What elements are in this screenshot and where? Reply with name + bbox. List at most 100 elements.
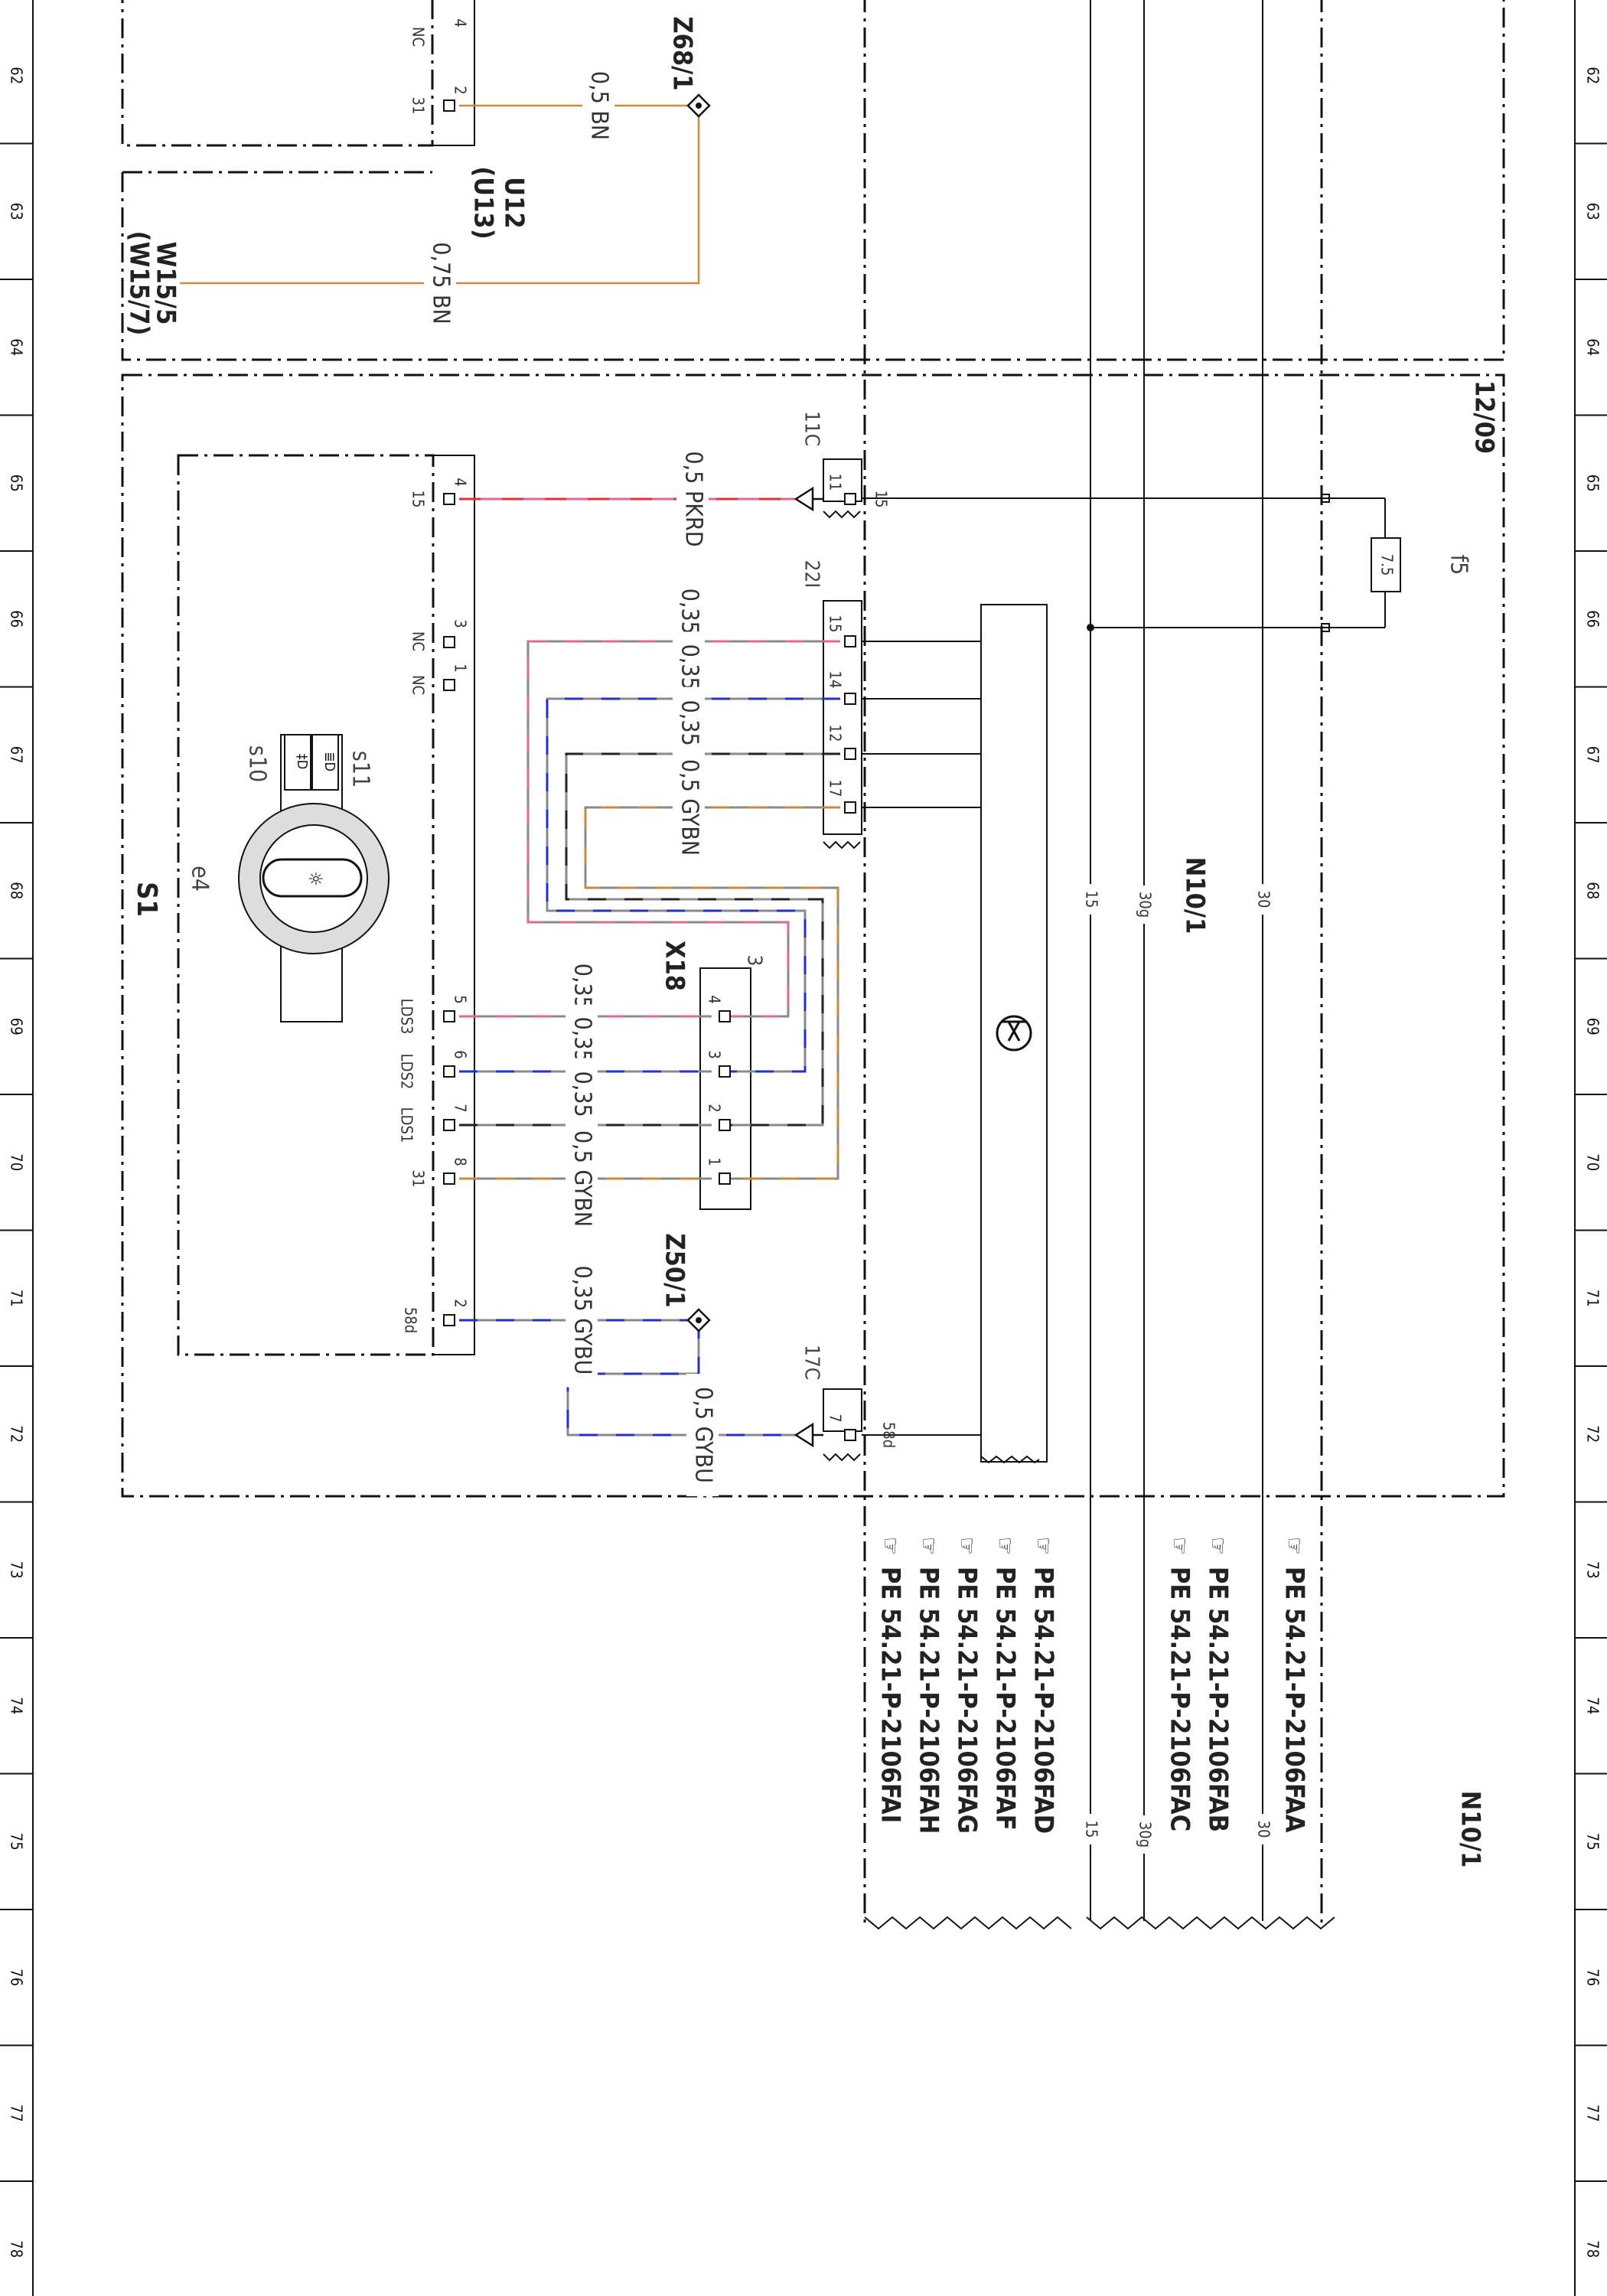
n10-bottom-label: N10/1 — [1455, 1791, 1486, 1868]
ruler-left-label: 73 — [8, 1561, 26, 1579]
light-switch-icon: ‡D ≣D ☼ — [238, 734, 390, 1022]
c17-label: 17C — [800, 1345, 823, 1380]
bus-label-30g-backing — [1133, 885, 1155, 924]
s1-label: S1 — [131, 882, 162, 917]
pin-terminals — [443, 99, 856, 1441]
u13-label: (U13) — [468, 166, 499, 239]
bus-label-15-backing — [1080, 884, 1101, 915]
c11-connector — [823, 458, 862, 502]
pin-c17-58d: 58d — [880, 1422, 898, 1448]
wire-gybu-loop-stripe — [546, 697, 840, 1073]
ruler-left-label: 63 — [8, 203, 26, 220]
wire-label-pkrd: 0,5 PKRD — [680, 452, 707, 547]
ruler-left-label: 64 — [8, 338, 26, 356]
f5-label: f5 — [1446, 555, 1472, 576]
connector-11c-arrow-icon — [794, 486, 814, 512]
reference-link[interactable]: PE 54.21-P-2106FAF — [990, 1567, 1021, 1831]
ruler-left-label: 70 — [8, 1153, 26, 1171]
e4-label: e4 — [187, 866, 214, 892]
bus-label-30b: 30 — [1255, 1821, 1273, 1838]
reference-link[interactable]: PE 54.21-P-2106FAH — [914, 1567, 944, 1834]
ref-date-label: 12/09 — [1469, 380, 1500, 454]
n10-label: N10/1 — [1180, 857, 1211, 934]
u12-label: U12 — [499, 177, 530, 228]
pointing-hand-icon: ☞ — [915, 1537, 942, 1555]
pin-top-2: 2 — [451, 86, 470, 94]
reference-link[interactable]: PE 54.21-P-2106FAC — [1165, 1567, 1195, 1831]
ruler-right-label: 76 — [1584, 1968, 1602, 1986]
wire-label-gybn-b: 0,5 GYBN — [569, 1130, 596, 1227]
reference-link[interactable]: PE 54.21-P-2106FAD — [1028, 1567, 1059, 1834]
pin-c22-14: 14 — [826, 671, 845, 689]
pin-c22-17: 17 — [826, 780, 845, 797]
pin-x-3: 3 — [706, 1050, 724, 1058]
pin-p58d: 58d — [402, 1307, 420, 1333]
reference-link[interactable]: PE 54.21-P-2106FAI — [875, 1567, 906, 1823]
ruler-right-label: 62 — [1584, 67, 1602, 84]
w15b-label: (W15/7) — [124, 231, 155, 336]
bus-label-30g: 30g — [1136, 892, 1155, 918]
ruler-left-label: 69 — [8, 1018, 26, 1035]
c11-break-zigzag — [823, 510, 861, 519]
svg-text:≣D: ≣D — [321, 752, 337, 771]
ruler-right-label: 70 — [1584, 1153, 1602, 1171]
ruler-left-label: 74 — [8, 1697, 26, 1714]
z68-label: Z68/1 — [667, 16, 698, 90]
ruler-right-label: 67 — [1584, 746, 1602, 764]
c17-break-zigzag — [823, 1453, 861, 1462]
reference-link[interactable]: PE 54.21-P-2106FAA — [1279, 1567, 1310, 1833]
c22-connector — [823, 600, 862, 835]
ruler-left-label: 72 — [8, 1425, 26, 1443]
ruler-right-label: 71 — [1584, 1290, 1602, 1307]
wire-label-bn-05: 0,5 BN — [586, 71, 613, 140]
c17-connector — [823, 1388, 862, 1432]
splice-z50-dot — [696, 1317, 702, 1323]
pointing-hand-icon: ☞ — [953, 1537, 980, 1555]
wire-label-gybu-58d: 0,35 GYBU — [569, 1266, 596, 1375]
pin-p7: 7 — [451, 1104, 470, 1112]
splice-z68-dot — [696, 103, 702, 109]
pin-c22-12: 12 — [826, 725, 845, 742]
junction-dot — [1087, 624, 1094, 631]
pointing-hand-icon: ☞ — [1030, 1537, 1057, 1555]
pin-x-2: 2 — [706, 1104, 724, 1112]
ruler-right-label: 75 — [1584, 1833, 1602, 1851]
transistor-icon — [996, 1015, 1032, 1052]
ruler-right-label: 77 — [1584, 2105, 1602, 2122]
pin-lds2: LDS2 — [398, 1054, 416, 1090]
n10-terminal-15 — [1321, 494, 1330, 503]
bus-label-30-backing — [1252, 884, 1273, 915]
pin-p2: 2 — [451, 1299, 470, 1307]
wire-label-gybu-05: 0,5 GYBU — [690, 1387, 717, 1483]
svg-text:☼: ☼ — [305, 871, 326, 885]
c22-break-zigzag — [823, 840, 861, 850]
bus-label-30gb-backing — [1133, 1815, 1155, 1854]
ruler-right-label: 78 — [1584, 2240, 1602, 2258]
pin-top-31: 31 — [409, 97, 428, 115]
ruler-right-label: 69 — [1584, 1018, 1602, 1035]
ruler-right-label: 72 — [1584, 1425, 1602, 1443]
wire-gypk-loop-stripe — [526, 640, 840, 1018]
ruler-right-label: 66 — [1584, 610, 1602, 628]
ruler-right-label: 74 — [1584, 1697, 1602, 1714]
ruler-left-label: 68 — [8, 882, 26, 899]
ruler-left-label: 66 — [8, 610, 26, 628]
pin-p5: 5 — [451, 995, 470, 1003]
svg-text:‡D: ‡D — [294, 754, 310, 770]
pin-nc2: NC — [409, 675, 428, 695]
fuse-value-label: 7.5 — [1378, 554, 1397, 576]
reference-link[interactable]: PE 54.21-P-2106FAB — [1203, 1567, 1234, 1832]
wire-label-gybu-58d-backing — [566, 1253, 598, 1388]
reference-link[interactable]: PE 54.21-P-2106FAG — [952, 1567, 983, 1834]
wire-gybn-loop-base — [584, 806, 840, 1180]
wire-label-bn-075-backing — [424, 227, 456, 339]
pin-lds1: LDS1 — [398, 1107, 416, 1143]
pointing-hand-icon: ☞ — [1166, 1537, 1193, 1555]
c11-label: 11C — [800, 411, 823, 446]
ruler-left-label: 65 — [8, 475, 26, 492]
wire-label-gybn-b-backing — [566, 1117, 598, 1240]
pin-c11-15: 15 — [872, 491, 891, 508]
